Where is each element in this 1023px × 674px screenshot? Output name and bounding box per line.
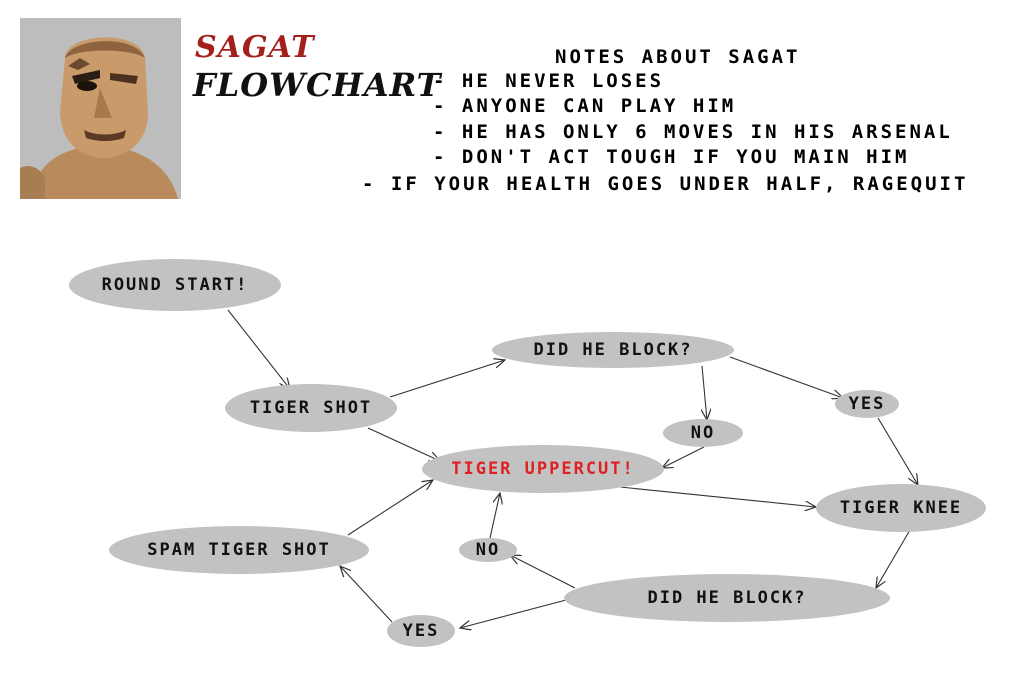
edge-shot-to-uppercut — [367, 427, 440, 461]
note-item: - HE NEVER LOSES — [433, 70, 665, 92]
label-yes-2: YES — [403, 621, 440, 641]
label-round-start: ROUND START! — [102, 275, 249, 295]
node-yes-2 — [387, 615, 455, 647]
edge-block1-to-no1 — [702, 365, 707, 420]
label-tiger-uppercut: TIGER UPPERCUT! — [451, 459, 635, 479]
flow-edges — [227, 309, 918, 628]
edge-no1-to-uppercut — [662, 446, 705, 468]
note-item: - ANYONE CAN PLAY HIM — [433, 95, 737, 117]
node-no-1 — [663, 419, 743, 447]
edge-block1-to-yes1 — [729, 356, 843, 398]
label-tiger-shot: TIGER SHOT — [250, 398, 372, 418]
node-no-2 — [459, 538, 517, 562]
sagat-face-icon — [20, 18, 181, 199]
edge-block2-to-no2 — [510, 555, 576, 589]
node-did-he-block-1 — [492, 332, 734, 368]
label-did-he-block-1: DID HE BLOCK? — [533, 340, 692, 360]
note-item: - DON'T ACT TOUGH IF YOU MAIN HIM — [433, 146, 910, 168]
edge-no2-to-uppercut — [489, 493, 500, 539]
node-yes-1 — [835, 390, 899, 418]
node-tiger-shot — [225, 384, 397, 432]
label-no-1: NO — [691, 423, 715, 443]
edge-spam-to-uppercut — [347, 480, 433, 536]
node-spam-tiger-shot — [109, 526, 369, 574]
label-tiger-knee: TIGER KNEE — [840, 498, 962, 518]
flow-nodes — [69, 259, 986, 647]
edge-shot-to-block1 — [389, 360, 505, 398]
note-item: - HE HAS ONLY 6 MOVES IN HIS ARSENAL — [433, 121, 953, 143]
label-no-2: NO — [476, 540, 500, 560]
edge-yes2-to-spam — [340, 566, 393, 623]
note-item: - IF YOUR HEALTH GOES UNDER HALF, RAGEQU… — [362, 173, 969, 195]
node-did-he-block-2 — [564, 574, 890, 622]
node-round-start — [69, 259, 281, 311]
title-flowchart: FLOWCHART — [193, 66, 442, 104]
title-sagat: SAGAT — [195, 30, 315, 65]
notes-heading: NOTES ABOUT SAGAT — [555, 46, 801, 68]
edge-yes1-to-knee — [877, 417, 918, 485]
edge-knee-to-block2 — [876, 529, 911, 588]
node-tiger-knee — [816, 484, 986, 532]
edge-start-to-shot — [227, 309, 290, 389]
label-spam-tiger-shot: SPAM TIGER SHOT — [147, 540, 331, 560]
edge-block2-to-yes2 — [460, 599, 567, 628]
edge-uppercut-to-knee — [619, 486, 816, 507]
label-did-he-block-2: DID HE BLOCK? — [647, 588, 806, 608]
label-yes-1: YES — [849, 394, 886, 414]
node-tiger-uppercut — [422, 445, 664, 493]
sagat-portrait — [20, 18, 181, 199]
